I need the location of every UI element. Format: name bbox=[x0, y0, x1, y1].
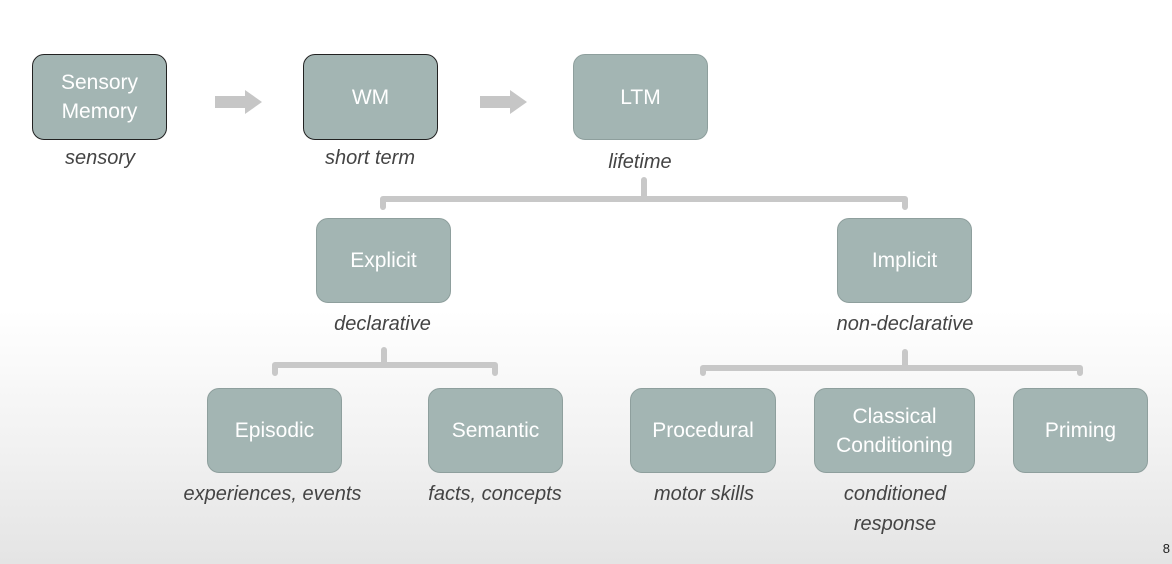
caption-implicit: non-declarative bbox=[836, 313, 974, 335]
flow-arrows bbox=[215, 90, 527, 114]
node-label: WM bbox=[351, 85, 390, 109]
node-ltm: LTM bbox=[573, 54, 708, 140]
node-implicit: Implicit bbox=[837, 218, 972, 303]
arrow-wm-to-ltm bbox=[480, 90, 527, 114]
node-procedural: Procedural bbox=[630, 388, 776, 473]
arrow-sensory-to-wm bbox=[215, 90, 262, 114]
node-wm: WM bbox=[303, 54, 438, 140]
node-label: Classical Conditioning bbox=[836, 404, 953, 457]
node-classical-conditioning: Classical Conditioning bbox=[814, 388, 975, 473]
node-label: Sensory Memory bbox=[60, 71, 139, 123]
caption-wm: short term bbox=[324, 147, 416, 169]
node-priming: Priming bbox=[1013, 388, 1148, 473]
page-number: 8 bbox=[1162, 541, 1170, 556]
bracket-ltm bbox=[380, 177, 908, 210]
node-label: LTM bbox=[620, 85, 661, 109]
node-episodic: Episodic bbox=[207, 388, 342, 473]
bracket-explicit bbox=[272, 347, 498, 376]
node-semantic: Semantic bbox=[428, 388, 563, 473]
caption-semantic: facts, concepts bbox=[428, 483, 562, 505]
caption-episodic: experiences, events bbox=[183, 483, 362, 505]
caption-sensory: sensory bbox=[64, 147, 136, 169]
bracket-implicit bbox=[700, 349, 1083, 376]
node-label: Semantic bbox=[451, 419, 540, 442]
node-label: Implicit bbox=[871, 249, 938, 272]
node-label: Episodic bbox=[234, 419, 315, 442]
caption-ltm: lifetime bbox=[608, 151, 672, 173]
node-label: Procedural bbox=[652, 419, 754, 442]
caption-classical-conditioning: conditioned response bbox=[843, 483, 947, 535]
node-sensory-memory: Sensory Memory bbox=[32, 54, 167, 140]
node-label: Priming bbox=[1044, 419, 1117, 442]
caption-procedural: motor skills bbox=[653, 483, 754, 505]
node-label: Explicit bbox=[350, 249, 417, 272]
caption-explicit: declarative bbox=[334, 313, 431, 335]
node-explicit: Explicit bbox=[316, 218, 451, 303]
